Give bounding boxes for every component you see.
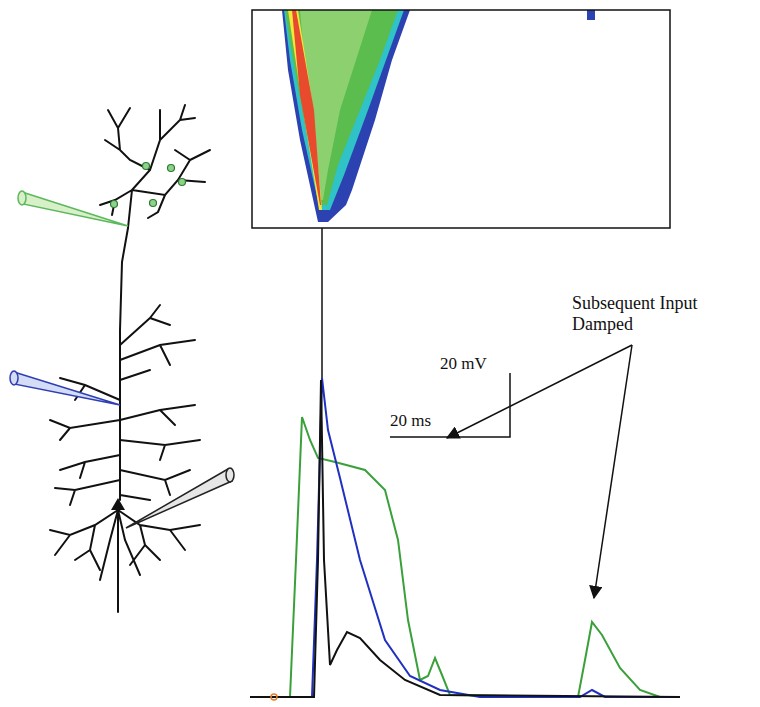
- scale-label: 20 mV: [440, 354, 487, 374]
- annotation-text: Subsequent Input Damped: [572, 293, 747, 334]
- scale-label: 20 ms: [390, 411, 431, 431]
